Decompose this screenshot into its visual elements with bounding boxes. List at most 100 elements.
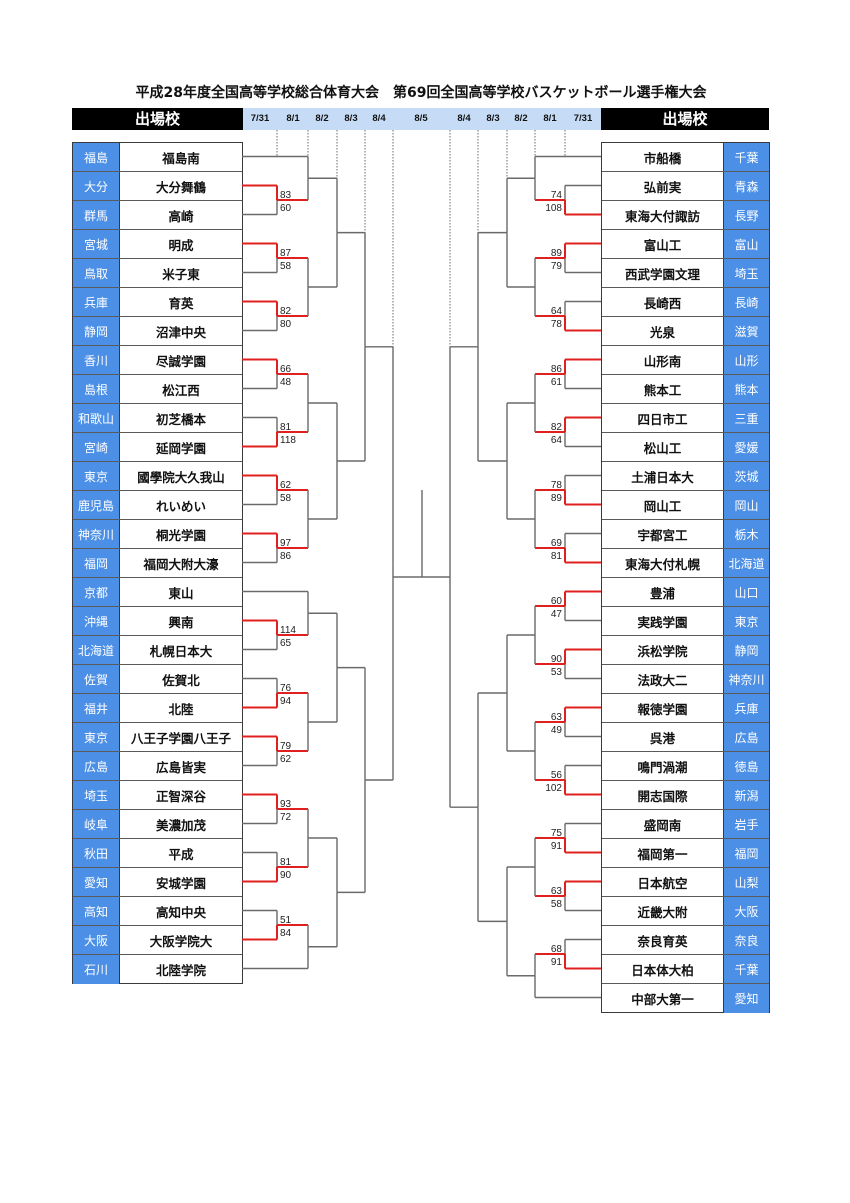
prefecture-cell: 愛知 — [723, 984, 769, 1013]
date-label: 8/5 — [414, 113, 428, 124]
team-row: 兵庫育英 — [73, 288, 242, 317]
team-row: 愛知安城学園 — [73, 868, 242, 897]
prefecture-cell: 岡山 — [723, 491, 769, 519]
school-name-cell: 土浦日本大 — [631, 469, 694, 485]
school-name-cell: 大阪学院大 — [149, 933, 213, 949]
score-label: 63 — [551, 712, 563, 723]
date-label: 7/31 — [250, 113, 270, 124]
prefecture-cell: 沖縄 — [73, 607, 120, 635]
prefecture-cell: 静岡 — [73, 317, 120, 345]
prefecture-cell: 大阪 — [73, 926, 120, 954]
school-name-cell: 初芝橋本 — [155, 411, 206, 427]
team-row: 鹿児島れいめい — [73, 491, 242, 520]
score-label: 89 — [551, 493, 563, 504]
team-row: 近畿大附 大阪 — [602, 897, 769, 926]
school-name-cell: 実践学園 — [637, 614, 688, 630]
school-name-cell: 日本航空 — [637, 875, 688, 891]
score-label: 78 — [551, 480, 563, 491]
team-row: 盛岡南岩手 — [602, 810, 769, 839]
score-label: 75 — [551, 828, 563, 839]
prefecture-cell: 熊本 — [723, 375, 769, 403]
school-name-cell: 報徳学園 — [637, 701, 688, 717]
school-name-cell: 國學院大久我山 — [137, 469, 225, 485]
school-name-cell: 長崎西 — [643, 295, 682, 311]
team-row: 鳥取米子東 — [73, 259, 242, 288]
score-label: 82 — [551, 422, 563, 433]
score-label: 91 — [551, 841, 563, 852]
prefecture-cell: 群馬 — [73, 201, 120, 229]
team-row: 香川尽誠学園 — [73, 346, 242, 375]
school-name-cell: 豊浦 — [649, 585, 675, 601]
score-label: 74 — [551, 190, 563, 201]
school-name-cell: 盛岡南 — [643, 817, 682, 833]
prefecture-cell: 兵庫 — [723, 694, 769, 722]
score-label: 48 — [280, 377, 292, 388]
left-schools-header: 出場校 — [72, 108, 243, 130]
score-label: 81 — [551, 551, 563, 562]
school-name-cell: 近畿大附 — [637, 904, 688, 920]
team-row: 報徳学園 兵庫 — [602, 694, 769, 723]
team-row: 東海大付札幌北海道 — [602, 549, 769, 578]
prefecture-cell: 岐阜 — [73, 810, 120, 838]
school-name-cell: 八王子学園八王子 — [130, 730, 231, 746]
school-name-cell: 明成 — [168, 237, 194, 253]
score-label: 93 — [280, 799, 292, 810]
prefecture-cell: 富山 — [723, 230, 769, 258]
team-row: 大分大分舞鶴 — [73, 172, 242, 201]
school-name-cell: 光泉 — [649, 324, 675, 340]
school-name-cell: 北陸 — [168, 701, 194, 717]
prefecture-cell: 千葉 — [723, 955, 769, 983]
prefecture-cell: 福島 — [73, 143, 120, 171]
prefecture-cell: 大阪 — [723, 897, 769, 925]
school-name-cell: 呉港 — [649, 730, 675, 746]
prefecture-cell: 栃木 — [723, 520, 769, 548]
date-label: 8/3 — [486, 113, 500, 124]
school-name-cell: 福岡第一 — [637, 846, 688, 862]
prefecture-cell: 島根 — [73, 375, 120, 403]
school-name-cell: 浜松学院 — [637, 643, 688, 659]
team-row: 群馬高崎 — [73, 201, 242, 230]
school-name-cell: 東海大付諏訪 — [624, 208, 700, 224]
school-name-cell: 奈良育英 — [637, 933, 688, 949]
school-name-cell: 安城学園 — [155, 875, 206, 891]
score-label: 87 — [280, 248, 292, 259]
school-name-cell: 米子東 — [162, 266, 200, 282]
team-row: 実践学園東京 — [602, 607, 769, 636]
prefecture-cell: 広島 — [723, 723, 769, 751]
prefecture-cell: 北海道 — [73, 636, 120, 664]
score-label: 79 — [551, 261, 563, 272]
score-label: 47 — [551, 609, 563, 620]
school-name-cell: 大分舞鶴 — [155, 179, 206, 195]
date-label: 8/4 — [457, 113, 471, 124]
team-row: 四日市工三重 — [602, 404, 769, 433]
right-team-list: 市船橋千葉弘前実青森東海大付諏訪長野富山工富山西武学園文理埼玉長崎西長崎光泉滋賀… — [601, 142, 770, 1013]
team-row: 日本体大柏千葉 — [602, 955, 769, 984]
prefecture-cell: 長野 — [723, 201, 769, 229]
prefecture-cell: 愛媛 — [723, 433, 769, 461]
team-row: 市船橋千葉 — [602, 143, 769, 172]
prefecture-cell: 京都 — [73, 578, 120, 606]
school-name-cell: 佐賀北 — [162, 672, 200, 688]
score-label: 79 — [280, 741, 292, 752]
prefecture-cell: 広島 — [73, 752, 120, 780]
school-name-cell: 宇都宮工 — [637, 527, 688, 543]
score-label: 91 — [551, 957, 563, 968]
school-name-cell: 松山工 — [643, 440, 682, 456]
prefecture-cell: 奈良 — [723, 926, 769, 954]
team-row: 福島福島南 — [73, 143, 242, 172]
school-name-cell: 桐光学園 — [155, 527, 206, 543]
score-label: 86 — [551, 364, 563, 375]
school-name-cell: 育英 — [168, 295, 194, 311]
school-name-cell: 岡山工 — [643, 498, 682, 514]
prefecture-cell: 茨城 — [723, 462, 769, 490]
score-label: 60 — [280, 203, 292, 214]
date-label: 8/2 — [315, 113, 329, 124]
prefecture-cell: 石川 — [73, 955, 120, 984]
prefecture-cell: 埼玉 — [73, 781, 120, 809]
team-row: 土浦日本大 茨城 — [602, 462, 769, 491]
team-row: 福井北陸 — [73, 694, 242, 723]
school-name-cell: 熊本工 — [643, 382, 682, 398]
school-name-cell: 沼津中央 — [155, 324, 206, 340]
prefecture-cell: 山口 — [723, 578, 769, 606]
score-label: 64 — [551, 435, 563, 446]
